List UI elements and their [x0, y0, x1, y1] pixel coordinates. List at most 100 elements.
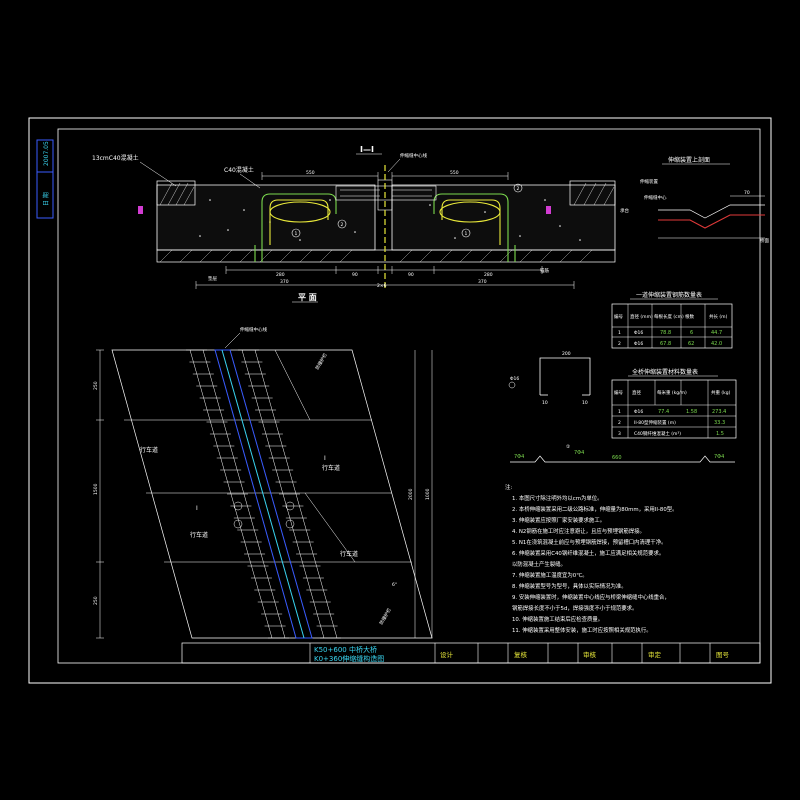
plan-joint-label: 伸缩缝中心线: [240, 326, 267, 333]
profile-right: 7Φ4: [714, 454, 724, 460]
outer-frame: [28, 117, 772, 684]
dim-t1: 370: [280, 279, 289, 285]
table2-title: 全桥伸缩装置材料数量表: [632, 368, 698, 376]
dim-b4: 280: [484, 272, 493, 278]
dim-left-1: 250: [93, 381, 99, 390]
stamp-label: 日 期: [42, 192, 50, 206]
t2-h3: 共重 (kg): [711, 389, 731, 396]
t1-h4: 共长 (m): [709, 313, 728, 320]
rebar-dim-top: 200: [562, 351, 571, 357]
t2-r3c5: 1.5: [716, 431, 724, 437]
note-9: 9. 安装伸缩装置时，伸缩装置中心线应与桥梁伸缩缝中心线重合，: [512, 593, 670, 601]
t1-r1c4: 6: [690, 330, 693, 336]
note-1: 1. 本图尺寸除注明外均以cm为单位。: [512, 494, 603, 502]
dim-top-right: 550: [450, 170, 459, 176]
bubble-2: 2: [341, 222, 344, 228]
drawing-title-1: K50+600 中桥大桥: [314, 645, 377, 654]
t1-r2c4: 62: [688, 341, 694, 347]
t1-h2: 每根长度 (cm): [654, 313, 684, 320]
dim-right-2: 1000: [425, 488, 431, 500]
tb-design: 设计: [440, 650, 454, 659]
t2-h2: 每米重 (kg/m): [657, 389, 687, 396]
note-10: 10. 伸缩装置施工结束后应检查质量。: [512, 615, 603, 623]
t1-h3: 根数: [685, 313, 694, 320]
t2-r1c2: Φ16: [634, 409, 643, 415]
detail-label-c: 桥面: [760, 237, 769, 244]
note-11: 11. 伸缩装置采用整体安装，施工时应按照相关规范执行。: [512, 626, 652, 634]
t1-r2c1: 2: [618, 341, 621, 347]
t1-h0: 编号: [614, 313, 623, 320]
lane-label-1: 行车道: [140, 446, 158, 454]
rebar-cage-left: [254, 193, 337, 262]
note-2: 2. 本桥伸缩装置采用二级公路标准，伸缩量为80mm，采用II-80型。: [512, 505, 678, 513]
rebar-detail: 200 Φ16 10 10: [508, 351, 591, 406]
t1-r1c1: 1: [618, 330, 621, 336]
drawing-title-2: K0+360伸缩缝构造图: [314, 654, 384, 663]
note-6b: 以防混凝土产生裂缝。: [512, 560, 566, 568]
t1-r2c2: Φ16: [634, 341, 643, 347]
note-5: 5. N1在浇筑混凝土前应与预埋钢筋焊接，预留槽口内清理干净。: [512, 538, 666, 546]
rebar-label-bl: 10: [542, 400, 548, 406]
tb-check: 复核: [514, 650, 528, 659]
dim-left-2: 1500: [93, 483, 99, 495]
detail-title: 伸缩装置上剖面: [668, 156, 710, 164]
note-8: 8. 伸缩装置型号为型号，具体以实际情况为准。: [512, 582, 627, 590]
t2-r1c5: 273.4: [712, 409, 726, 415]
label-bottom-right: 锚筋: [540, 267, 549, 274]
label-bottom-left: 垫层: [208, 275, 217, 282]
plan-angle: 6°: [392, 582, 397, 588]
dim-b3: 90: [408, 272, 414, 278]
dim-left-3: 250: [93, 596, 99, 605]
t1-h1: 直径 (mm): [630, 313, 653, 320]
top-detail: 伸缩装置上剖面 70 伸缩装置 伸缩缝中心 桥面: [640, 156, 769, 244]
detail-label-a: 伸缩装置: [640, 178, 658, 185]
plan-view: 平 面 行车道 行车道 行车道 行车道 防撞护栏 防撞护栏 伸缩缝中心线: [93, 293, 433, 639]
t2-r3c2: C40钢纤维混凝土 (m³): [634, 430, 681, 437]
lane-label-3: 行车道: [190, 531, 208, 539]
plan-title: 平 面: [298, 293, 317, 302]
detail-label-b: 伸缩缝中心: [644, 194, 667, 201]
detail-dim: 70: [744, 190, 750, 196]
t2-r1c4: 1.58: [686, 409, 697, 415]
label-joint: 伸缩缝中心线: [400, 152, 427, 159]
t1-r1c3: 78.8: [660, 330, 671, 336]
dim-t2: 370: [478, 279, 487, 285]
section-mark-1: I: [196, 505, 198, 512]
t2-r1c1: 1: [618, 409, 621, 415]
t2-h1: 直径: [632, 389, 641, 396]
bubble-3: 1: [465, 231, 468, 237]
note-6: 6. 伸缩装置采用C40钢纤维混凝土，施工应满足相关规范要求。: [512, 549, 664, 557]
label-concrete: 13cmC40混凝土: [92, 154, 139, 162]
note-3: 3. 伸缩装置应按照厂家安装要求施工。: [512, 516, 605, 524]
t2-r2c2: II-80型伸缩装置 (m): [634, 419, 676, 426]
t2-r2c1: 2: [618, 420, 621, 426]
dim-center: 2×6: [377, 283, 387, 289]
tb-approve: 审定: [648, 650, 662, 659]
note-9b: 钢筋焊接长度不小于5d，焊接强度不小于规范要求。: [512, 604, 637, 612]
t1-r2c3: 67.8: [660, 341, 671, 347]
lane-label-2: 行车道: [322, 464, 340, 472]
section-title: I—I: [360, 145, 374, 154]
dim-b2: 90: [352, 272, 358, 278]
lane-label-4: 行车道: [340, 550, 358, 558]
notes: 注: 1. 本图尺寸除注明外均以cm为单位。 2. 本桥伸缩装置采用二级公路标准…: [505, 483, 678, 634]
dim-top-left: 550: [306, 170, 315, 176]
t1-r1c5: 44.7: [711, 330, 722, 336]
t2-r3c1: 3: [618, 431, 621, 437]
plan-outline: [111, 349, 433, 639]
rebar-label-left: Φ16: [510, 376, 519, 382]
bubble-4: 2: [517, 186, 520, 192]
t2-h0: 编号: [614, 389, 623, 396]
side-stamp: 2007.05 日 期: [36, 139, 54, 219]
profile-mid: 7Φ4: [574, 450, 584, 456]
table1-title: 一道伸缩装置钢筋数量表: [636, 291, 702, 299]
title-block: K50+600 中桥大桥 K0+360伸缩缝构造图 设计 复核 审核 审定 图号: [181, 642, 761, 664]
profile-left: 7Φ4: [514, 454, 524, 460]
label-c40: C40混凝土: [224, 166, 254, 174]
section-mark-2: I: [324, 455, 326, 462]
note-7: 7. 伸缩装置施工温度宜为0℃。: [512, 571, 588, 579]
tb-drawing-no: 图号: [716, 651, 730, 659]
note-4: 4. N2钢筋在施工时应注意避让，且应与预埋钢筋焊接。: [512, 527, 645, 535]
t1-r2c5: 42.0: [711, 341, 722, 347]
